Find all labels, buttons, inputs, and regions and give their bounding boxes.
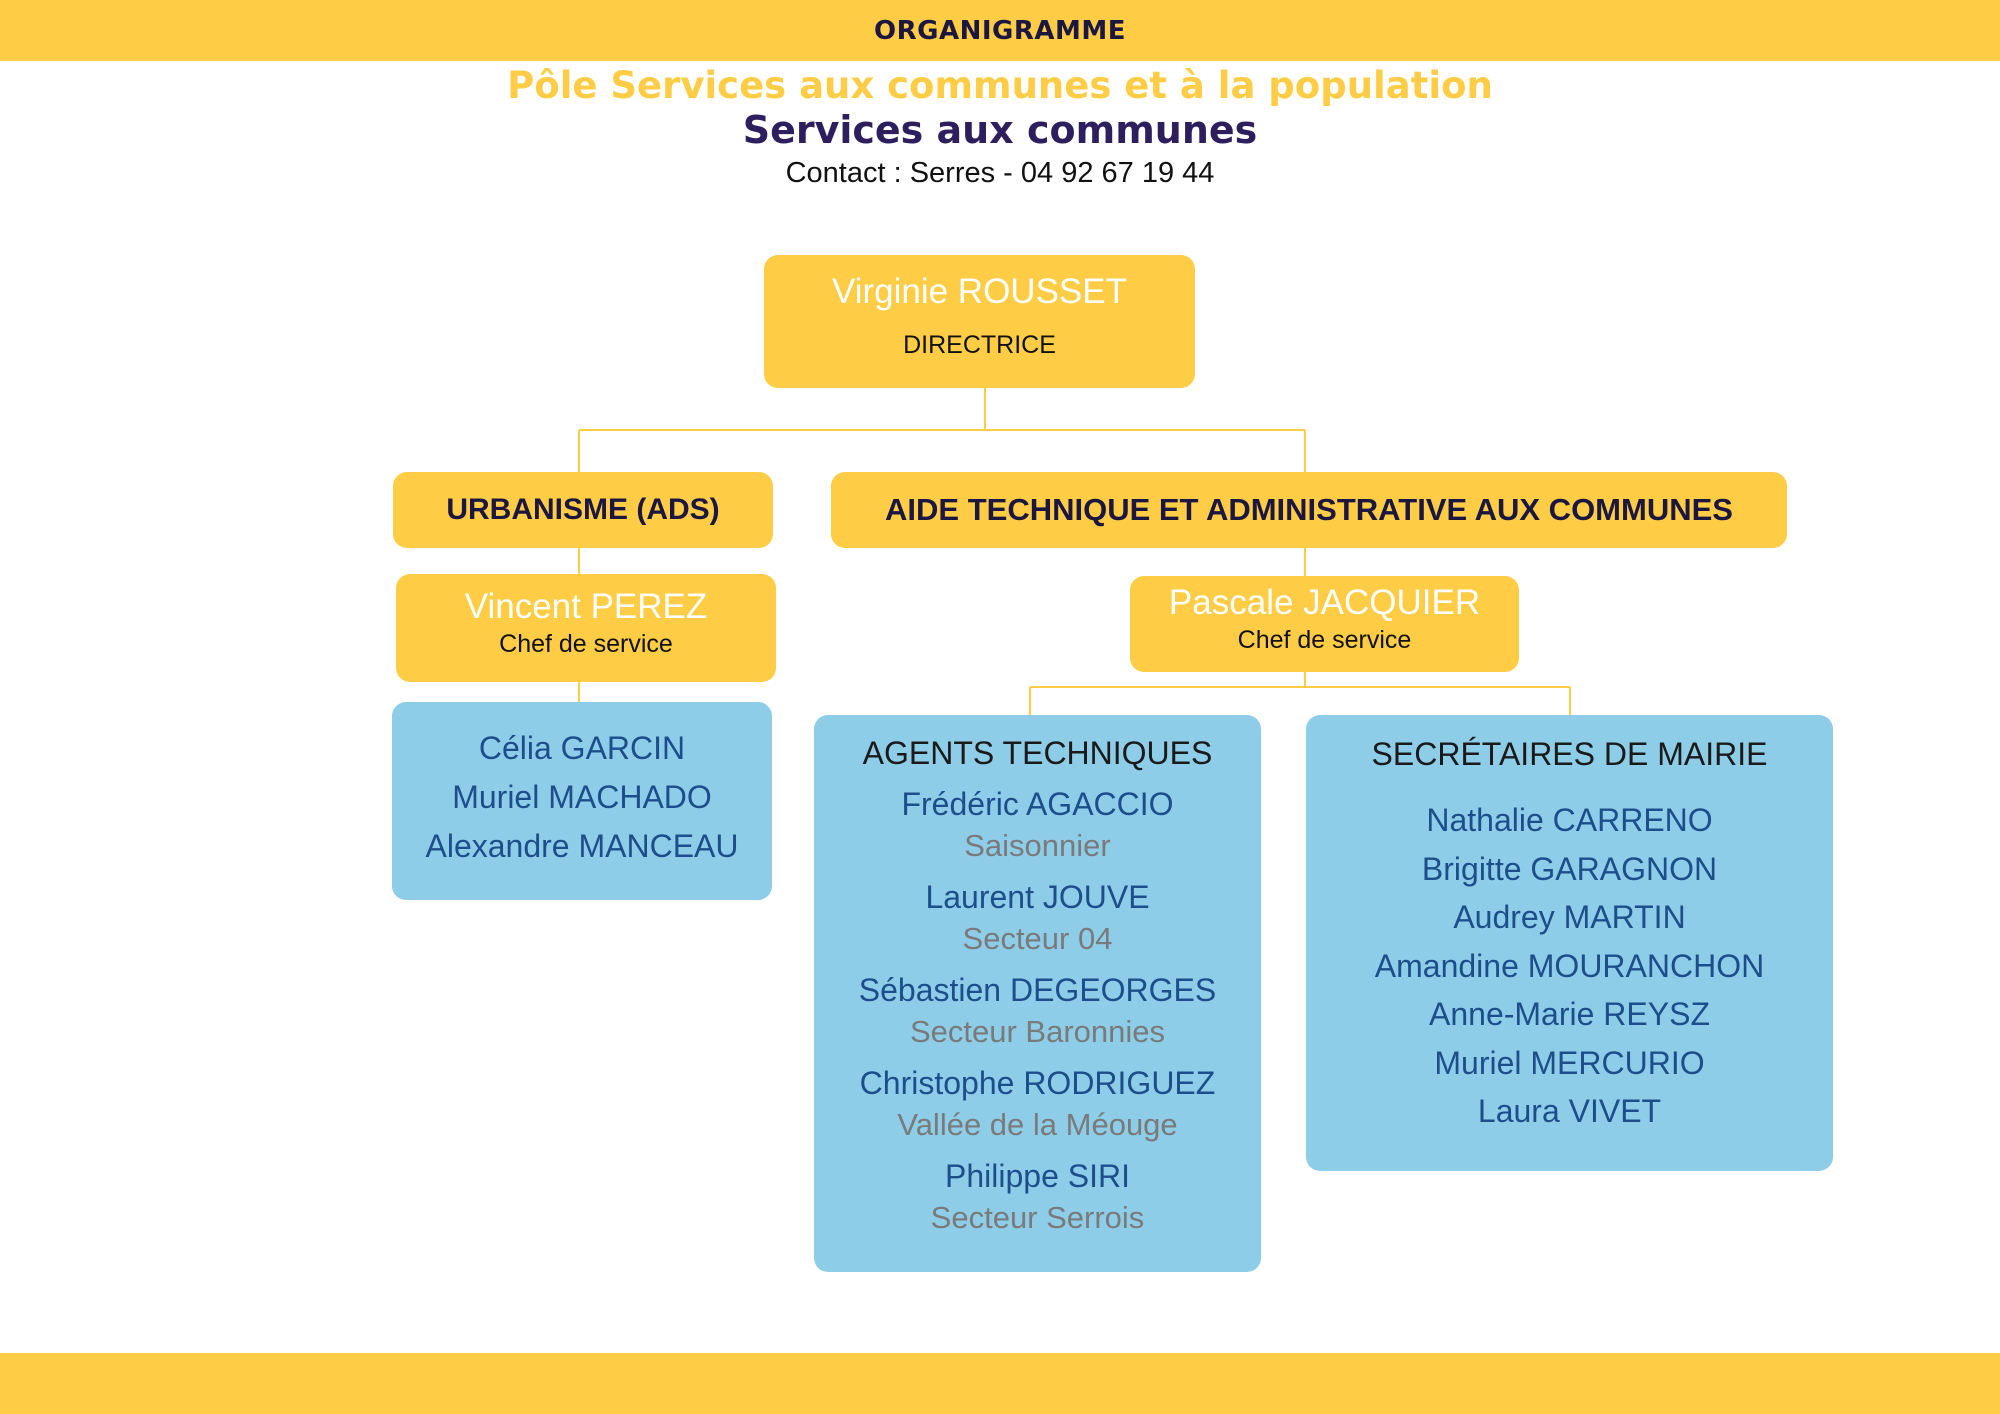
secretaire-name: Muriel MERCURIO (1434, 1044, 1705, 1081)
urbanisme-chief-role: Chef de service (499, 630, 673, 658)
secretaire-name: Brigitte GARAGNON (1421, 850, 1718, 887)
agent-entry: Sébastien DEGEORGES Secteur Baronnies (814, 969, 1261, 1062)
secretaire-name: Laura VIVET (1477, 1093, 1662, 1129)
agent-sector: Secteur Serrois (930, 1200, 1145, 1235)
agents-techniques-box: AGENTS TECHNIQUES Frédéric AGACCIO Saiso… (814, 715, 1261, 1272)
bottom-band (0, 1353, 2000, 1414)
agent-sector: Secteur Baronnies (909, 1014, 1166, 1049)
agent-entry: Laurent JOUVE Secteur 04 (814, 876, 1261, 969)
urbanisme-chief-box: Vincent PEREZ Chef de service (396, 574, 776, 682)
pole-title: Pôle Services aux communes et à la popul… (507, 64, 1493, 107)
urbanisme-department: URBANISME (ADS) (393, 472, 773, 548)
agent-entry: Frédéric AGACCIO Saisonnier (814, 783, 1261, 876)
top-band: ORGANIGRAMME (0, 0, 2000, 61)
agent-sector: Secteur 04 (962, 921, 1113, 956)
director-name: Virginie ROUSSET (831, 272, 1127, 311)
agent-name: Frédéric AGACCIO (901, 786, 1174, 822)
agent-name: Laurent JOUVE (925, 879, 1150, 915)
agent-sector: Saisonnier (964, 828, 1111, 863)
team-member: Célia GARCIN (478, 730, 686, 766)
agent-entry: Christophe RODRIGUEZ Vallée de la Méouge (814, 1062, 1261, 1155)
agent-entry: Philippe SIRI Secteur Serrois (814, 1155, 1261, 1248)
urbanisme-chief-name: Vincent PEREZ (464, 587, 708, 626)
secretaire-name: Anne-Marie REYSZ (1429, 996, 1710, 1032)
agent-sector: Vallée de la Méouge (897, 1107, 1178, 1142)
agents-title: AGENTS TECHNIQUES (862, 735, 1213, 771)
organigramme-label: ORGANIGRAMME (873, 15, 1126, 46)
secretaire-name: Audrey MARTIN (1453, 899, 1686, 935)
aide-chief-role: Chef de service (1237, 626, 1412, 654)
agent-name: Sébastien DEGEORGES (858, 972, 1217, 1008)
team-member: Alexandre MANCEAU (425, 828, 739, 864)
aide-chief-name: Pascale JACQUIER (1168, 583, 1481, 622)
contact-info: Contact : Serres - 04 92 67 19 44 (785, 157, 1215, 189)
secretaires-mairie-box: SECRÉTAIRES DE MAIRIE Nathalie CARRENO B… (1306, 715, 1833, 1171)
secretaire-name: Amandine MOURANCHON (1374, 947, 1765, 984)
aide-chief-box: Pascale JACQUIER Chef de service (1130, 576, 1519, 672)
urbanisme-team-box: Célia GARCIN Muriel MACHADO Alexandre MA… (392, 702, 772, 900)
aide-department: AIDE TECHNIQUE ET ADMINISTRATIVE AUX COM… (831, 472, 1787, 548)
team-member: Muriel MACHADO (452, 779, 712, 815)
secretaire-name: Nathalie CARRENO (1426, 802, 1713, 838)
service-title: Services aux communes (742, 108, 1258, 152)
secretaires-title: SECRÉTAIRES DE MAIRIE (1371, 736, 1768, 772)
director-box: Virginie ROUSSET DIRECTRICE (764, 255, 1195, 388)
agent-name: Philippe SIRI (945, 1158, 1130, 1194)
director-role: DIRECTRICE (903, 331, 1056, 359)
agent-name: Christophe RODRIGUEZ (859, 1065, 1216, 1101)
